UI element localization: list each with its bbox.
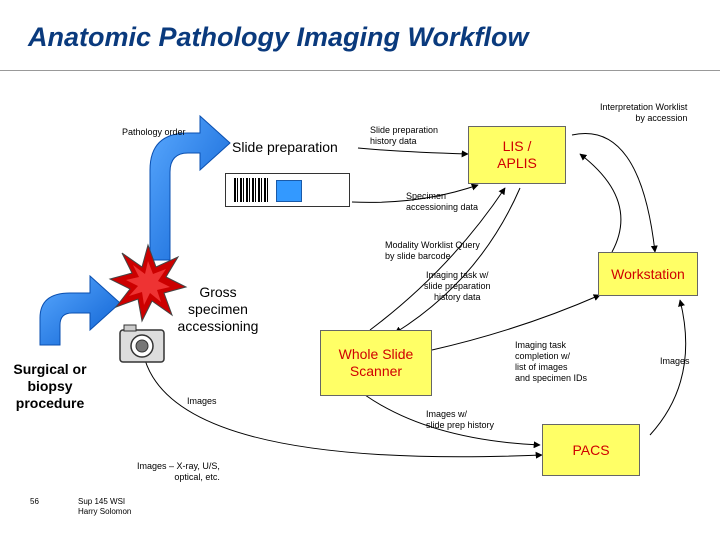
label-imaging-task-completion: Imaging task completion w/ list of image… (515, 340, 588, 383)
label-images-workstation: Images (660, 356, 690, 366)
arrow-lis-to-scanner (394, 187, 521, 334)
blue-arrow-slide-prep (149, 114, 231, 261)
arrow-scanner-to-lis (369, 187, 506, 331)
whole-slide-scanner-box: Whole Slide Scanner (320, 330, 432, 396)
label-images-slide-prep: Images w/ slide prep history (426, 409, 495, 430)
arrow-lis-to-workstation (571, 133, 658, 253)
tissue-sample (276, 180, 302, 202)
label-modality-worklist-query: Modality Worklist Query by slide barcode (385, 240, 480, 261)
title-rule (0, 70, 720, 71)
camera-icon (119, 324, 165, 363)
arrow-pacs-to-workstation (649, 299, 687, 436)
blue-arrow-gross (39, 274, 121, 346)
arrow-slide-prep-to-lis (357, 147, 469, 158)
label-images-xray: Images – X-ray, U/S, optical, etc. (137, 461, 220, 482)
barcode-icon (234, 178, 268, 202)
workstation-label: Workstation (611, 265, 685, 282)
label-slide-prep-history: Slide preparation history data (370, 125, 439, 146)
arrow-slide-to-lis (351, 183, 479, 203)
slide-number: 56 (30, 497, 39, 506)
arrow-scanner-to-workstation (431, 294, 601, 351)
page-title: Anatomic Pathology Imaging Workflow (28, 22, 529, 52)
lis-aplis-label: LIS / APLIS (497, 138, 537, 171)
label-interpretation-worklist: Interpretation Worklist by accession (600, 102, 688, 123)
workstation-box: Workstation (598, 252, 698, 296)
arrow-workstation-to-lis (579, 153, 622, 253)
label-pathology-order: Pathology order (122, 127, 186, 137)
glass-slide (225, 173, 350, 207)
lis-aplis-box: LIS / APLIS (468, 126, 566, 184)
gross-specimen-star-icon (108, 243, 188, 323)
pacs-box: PACS (542, 424, 640, 476)
label-specimen-accessioning-data: Specimen accessioning data (406, 191, 479, 212)
label-imaging-task: Imaging task w/ slide preparation histor… (424, 270, 491, 302)
footer-credit: Sup 145 WSI Harry Solomon (78, 497, 132, 516)
label-surgical-biopsy: Surgical or biopsy procedure (13, 361, 87, 411)
label-images-camera: Images (187, 396, 217, 406)
label-slide-preparation: Slide preparation (232, 139, 338, 155)
whole-slide-scanner-label: Whole Slide Scanner (338, 346, 414, 379)
arrow-scanner-to-pacs (364, 394, 541, 449)
label-gross-specimen: Gross specimen accessioning (177, 284, 259, 334)
arrow-camera-to-pacs (144, 359, 543, 459)
pacs-label: PACS (572, 441, 610, 458)
